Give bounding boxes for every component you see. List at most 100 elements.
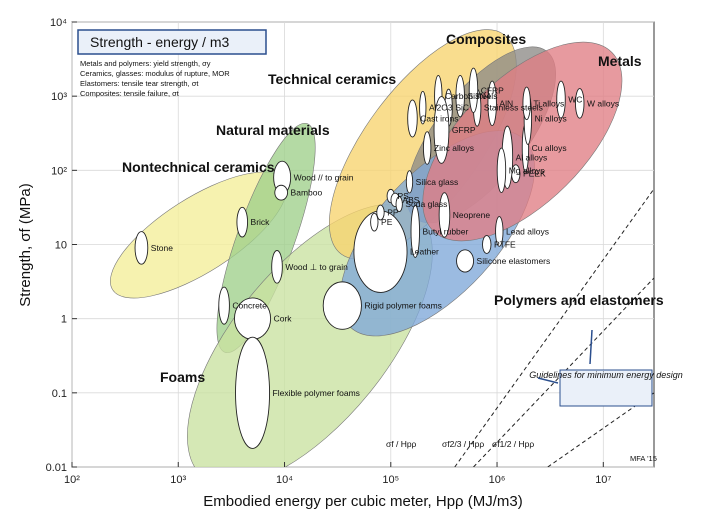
note-line-1: Metals and polymers: yield strength, σy (80, 59, 211, 68)
bubble-pe (370, 212, 379, 232)
label-brick: Brick (251, 217, 271, 227)
y-tick-label: 10³ (51, 91, 67, 103)
label-cu-alloys: Cu alloys (532, 143, 567, 153)
label-ti-alloys: Ti alloys (533, 98, 564, 108)
bubble-bamboo (274, 184, 288, 201)
x-tick-label: 10⁷ (595, 474, 611, 486)
label-cork: Cork (274, 314, 293, 324)
guide-label-3: σf1/2 / Hpρ (492, 439, 534, 449)
guidelines-text: Guidelines for minimum energy design (529, 370, 683, 380)
label-wc: WC (568, 95, 582, 105)
bubble-si3n4 (455, 74, 465, 118)
label-flexible-polymer-foams: Flexible polymer foams (273, 388, 360, 398)
family-label-natural-materials: Natural materials (216, 122, 330, 138)
bubble-soda-glass (395, 196, 403, 213)
label-concrete: Concrete (232, 301, 267, 311)
bubble-lead-alloys (495, 216, 504, 247)
bubble-wood-to-grain (271, 250, 283, 284)
family-label-nontechnical-ceramics: Nontechnical ceramics (122, 159, 275, 175)
credit: MFA '15 (630, 454, 657, 463)
y-tick-label: 10⁴ (50, 17, 67, 29)
label-al2o3: Al2O3 (429, 103, 453, 113)
bubble-pp (376, 204, 385, 221)
bubble-ti-alloys (522, 86, 531, 121)
bubble-stone (134, 231, 149, 265)
bubble-butyl-rubber (410, 205, 420, 258)
label-wood-to-grain: Wood ⊥ to grain (285, 262, 348, 272)
label-pe: PE (381, 217, 393, 227)
note-line-4: Composites: tensile failure, σt (80, 89, 180, 98)
label-soda-glass: Soda glass (405, 199, 447, 209)
label-peek: PEEK (523, 169, 546, 179)
label-al-alloys: Al alloys (516, 152, 548, 162)
label-abs: ABS (402, 195, 419, 205)
label-wood-to-grain: Wood // to grain (294, 173, 354, 183)
label-mg-alloys: Mg alloys (509, 165, 545, 175)
label-ps: PS (397, 191, 409, 201)
material-bubbles (134, 67, 585, 449)
bubble-silicone-elastomers (456, 249, 475, 273)
label-stone: Stone (151, 243, 173, 253)
bubble-flexible-polymer-foams (235, 336, 270, 449)
label-leather: Leather (410, 247, 439, 257)
label-bamboo: Bamboo (291, 188, 323, 198)
family-label-foams: Foams (160, 369, 205, 385)
label-zinc-alloys: Zinc alloys (434, 143, 474, 153)
label-aln: AlN (499, 98, 513, 108)
bubble-al2o3 (419, 90, 427, 125)
bubble-neoprene (438, 192, 451, 238)
label-neoprene: Neoprene (453, 210, 491, 220)
bubble-aln (487, 80, 497, 127)
label-silica-glass: Silica glass (416, 177, 459, 187)
family-label-polymers-elastomers: Polymers and elastomers (494, 292, 664, 308)
family-label-metals: Metals (598, 53, 642, 69)
guidelines-box (559, 369, 653, 407)
note-line-2: Ceramics, glasses: modulus of rupture, M… (80, 69, 230, 78)
x-axis-title: Embodied energy per cubic meter, Hpρ (MJ… (203, 493, 523, 510)
label-cast-irons: Cast irons (420, 113, 458, 123)
y-tick-label: 0.1 (52, 388, 67, 400)
bubble-zinc-alloys (422, 131, 432, 165)
label-ni-alloys: Ni alloys (535, 113, 567, 123)
label-rigid-polymer-foams: Rigid polymer foams (364, 301, 441, 311)
chart-title: Strength - energy / m3 (90, 34, 230, 50)
label-silicone-elastomers: Silicone elastomers (477, 256, 551, 266)
label-pp: PP (387, 208, 399, 218)
bubble-gfrp (433, 96, 450, 164)
x-tick-label: 10⁴ (276, 474, 293, 486)
family-label-composites: Composites (446, 31, 526, 47)
guideline-3 (454, 188, 654, 467)
bubble-wc (556, 80, 566, 119)
label-si3n4: Si3N4 (467, 91, 490, 101)
note-line-3: Elastomers: tensile tear strength, σt (80, 79, 199, 88)
label-w-alloys: W alloys (587, 98, 619, 108)
label-carbon-steels: Carbon steels (445, 91, 497, 101)
label-ptfe: PTFE (494, 240, 516, 250)
guide-label-2: σf2/3 / Hpρ (442, 439, 484, 449)
guidelines-arrow (589, 329, 593, 365)
bubble-ptfe (482, 235, 492, 254)
x-tick-label: 10⁵ (382, 474, 399, 486)
guideline-2 (473, 277, 654, 467)
bubble-cast-irons (407, 99, 418, 138)
label-lead-alloys: Lead alloys (506, 226, 549, 236)
bubble-mg-alloys (496, 147, 507, 194)
bubble-silica-glass (405, 170, 414, 194)
label-cfrp: CFRP (481, 85, 504, 95)
title-box (77, 29, 267, 55)
y-tick-label: 0.01 (46, 462, 67, 474)
x-tick-label: 10² (64, 474, 80, 486)
bubble-rigid-polymer-foams (322, 281, 362, 330)
x-tick-label: 10³ (170, 474, 186, 486)
label-butyl-rubber: Butyl rubber (423, 226, 469, 236)
x-tick-label: 10⁶ (489, 474, 506, 486)
bubble-w-alloys (575, 88, 585, 119)
bubble-brick (236, 206, 248, 238)
y-tick-label: 1 (61, 314, 67, 326)
y-axis-title: Strength, σf (MPa) (17, 183, 34, 306)
y-tick-label: 10² (51, 165, 67, 177)
label-gfrp: GFRP (452, 125, 476, 135)
